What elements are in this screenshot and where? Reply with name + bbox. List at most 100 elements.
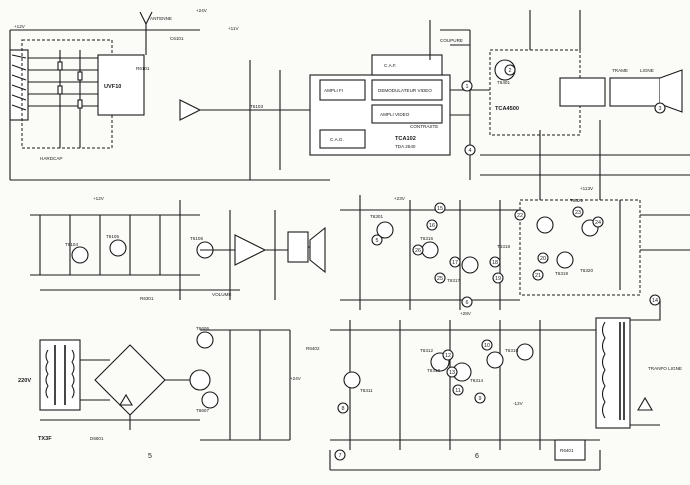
svg-text:23: 23 (575, 210, 581, 216)
title-code: TX3F (38, 436, 52, 442)
test-point: 3 (654, 102, 666, 114)
test-point: 18 (489, 256, 501, 268)
deflection-section: TCA4500 TRAME LIGNE COUPURE (429, 10, 690, 200)
power-supply: 220V TX3F 5 (18, 329, 291, 460)
test-point: 2 (504, 64, 516, 76)
svg-text:14: 14 (652, 298, 658, 304)
test-point: 5 (371, 234, 383, 246)
svg-text:6: 6 (466, 300, 469, 306)
video-section (340, 195, 690, 310)
test-point: 1 (461, 80, 473, 92)
if-chip-title: TCA102 (395, 136, 416, 142)
antenna-symbol: ANTENNE (139, 11, 172, 55)
ref-label: T6319 (555, 271, 568, 276)
svg-text:22: 22 (517, 213, 523, 219)
ref-label: T6315 (505, 348, 518, 353)
if-ampli-label: AMPLI FI (324, 88, 343, 93)
trame-label: TRAME (612, 68, 628, 73)
test-point: 11 (452, 384, 464, 396)
test-point: 14 (649, 294, 661, 306)
test-point: 10 (481, 339, 493, 351)
ref-label: T6606 (196, 326, 209, 331)
voltage-label: -12V (513, 401, 524, 406)
svg-text:24: 24 (595, 220, 601, 226)
volume-label: VOLUME (212, 292, 231, 297)
voltage-labels: +12V +24V +11V +12V +23V +28V +113V +24V… (14, 8, 594, 406)
test-point: 21 (532, 269, 544, 281)
svg-text:26: 26 (415, 248, 421, 254)
ref-label: T6321 (570, 198, 583, 203)
svg-text:7: 7 (339, 453, 342, 459)
test-point: 9 (474, 392, 486, 404)
voltage-label: +12V (93, 196, 105, 201)
test-point: 13 (446, 366, 458, 378)
ref-label: T6301 (370, 214, 383, 219)
svg-text:8: 8 (342, 406, 345, 412)
cag-label: C.A.G. (330, 137, 344, 142)
test-point: 24 (592, 216, 604, 228)
test-point: 19 (492, 272, 504, 284)
if-chip-sub: TDA 2540 (395, 144, 416, 149)
antenna-label: ANTENNE (150, 16, 172, 21)
voltage-label: +113V (580, 186, 594, 191)
audio-section: VOLUME (30, 200, 326, 300)
ref-label: R6301 (140, 296, 154, 301)
ref-label: T6318 (497, 244, 510, 249)
svg-text:5: 5 (376, 238, 379, 244)
test-point: 16 (426, 219, 438, 231)
svg-text:1: 1 (466, 84, 469, 90)
svg-text:12: 12 (445, 353, 451, 359)
sound-chip-label: TCA4500 (495, 106, 519, 112)
ref-label: T6104 (65, 242, 78, 247)
ref-label: T6317 (447, 278, 460, 283)
test-point: 12 (442, 349, 454, 361)
tuner-label: UVF10 (104, 84, 121, 90)
line-output-section: TRANFO LIGNE 6 (329, 300, 682, 471)
svg-text:18: 18 (492, 260, 498, 266)
svg-text:21: 21 (535, 273, 541, 279)
hardcap-label: HARDCAP (40, 156, 62, 161)
test-point: 15 (434, 202, 446, 214)
component-refs: T6103 T6301 T6104 T6105 T6106 T6311 T631… (65, 36, 593, 453)
ref-label: T6313 (427, 368, 440, 373)
voltage-label: +23V (394, 196, 406, 201)
test-point: 25 (434, 272, 446, 284)
test-point: 20 (537, 252, 549, 264)
video-ampli-label: AMPLI VIDEO (380, 112, 410, 117)
detect-label: DEMODULATEUR VIDEO (378, 88, 432, 93)
ref-label: T6311 (360, 388, 373, 393)
svg-text:16: 16 (429, 223, 435, 229)
couleur-label: COUPURE (440, 38, 463, 43)
ref-label: T6105 (106, 234, 119, 239)
svg-text:4: 4 (469, 148, 472, 154)
ref-label: R6402 (306, 346, 320, 351)
ref-label: T6106 (190, 236, 203, 241)
test-point: 4 (464, 144, 476, 156)
if-chip-block: AMPLI FI DEMODULATEUR VIDEO AMPLI VIDEO … (179, 54, 490, 180)
svg-text:15: 15 (437, 206, 443, 212)
ref-label: T6401 (497, 80, 510, 85)
svg-text:19: 19 (495, 276, 501, 282)
svg-text:17: 17 (452, 260, 458, 266)
test-point: 22 (514, 209, 526, 221)
tuner-section: UVF10 HARDCAP (9, 29, 330, 181)
ref-label: C6101 (170, 36, 184, 41)
test-points: 1 2 3 4 5 6 7 8 9 10 11 12 13 14 15 16 1… (334, 64, 666, 461)
ligne-label: LIGNE (640, 68, 654, 73)
voltage-label: +28V (460, 311, 472, 316)
svg-text:10: 10 (484, 343, 490, 349)
ref-label: T6320 (580, 268, 593, 273)
voltage-label: +11V (228, 26, 239, 31)
test-point: 6 (461, 296, 473, 308)
ref-label: R6101 (136, 66, 150, 71)
page-number-left: 5 (148, 453, 152, 460)
ref-label: R6401 (560, 448, 574, 453)
test-point: 7 (334, 449, 346, 461)
test-point: 26 (412, 244, 424, 256)
svg-text:13: 13 (449, 370, 455, 376)
svg-text:3: 3 (659, 106, 662, 112)
ref-label: D6601 (90, 436, 104, 441)
test-point: 23 (572, 206, 584, 218)
